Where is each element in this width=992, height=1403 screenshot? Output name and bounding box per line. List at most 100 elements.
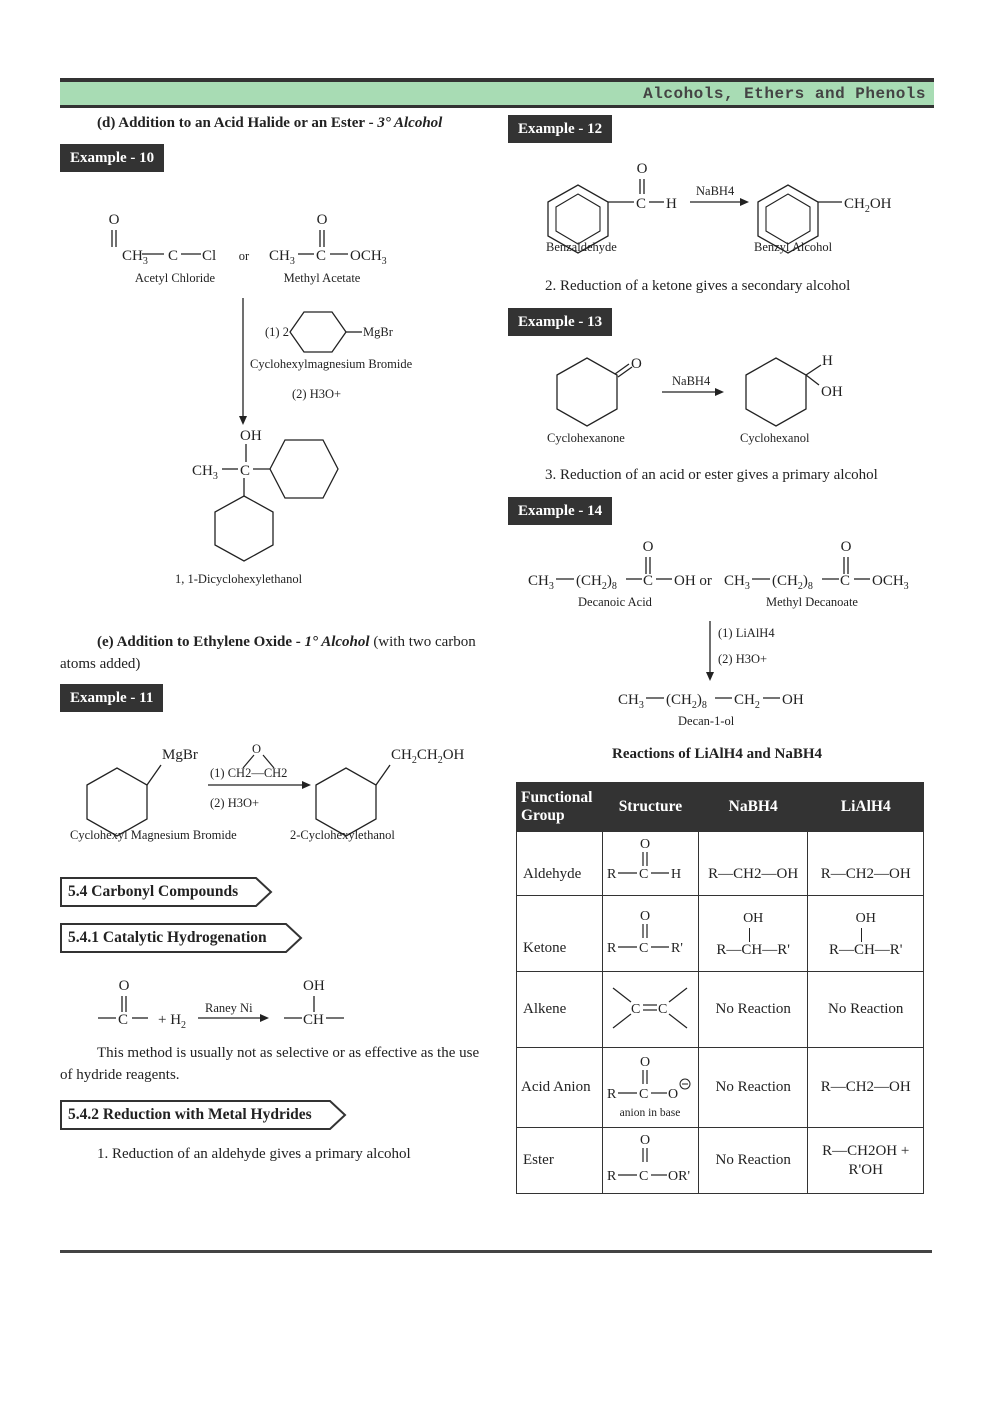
cell-structure-ketone: O R C R' (601, 895, 699, 972)
svg-text:OH: OH (303, 978, 325, 994)
example-12-label: Example - 12 (508, 115, 613, 143)
reagent-raney-ni: Raney Ni (205, 1001, 253, 1015)
svg-text:H: H (822, 353, 833, 369)
svg-text:C: C (658, 1002, 667, 1017)
svg-text:CH2OH: CH2OH (844, 196, 892, 215)
svg-text:OH: OH (821, 384, 843, 400)
ketone-nabh4-product: R—CH—R' (716, 942, 790, 958)
reagent-step1: (1) 2 (265, 325, 289, 339)
svg-text:OCH3: OCH3 (872, 573, 909, 592)
svg-text:(CH2)8: (CH2)8 (666, 692, 707, 711)
svg-text:C: C (643, 573, 653, 589)
label-dicyclohexylethanol: 1, 1-Dicyclohexylethanol (175, 572, 303, 586)
svg-text:O: O (119, 978, 130, 994)
hydrogenation-note: This method is usually not as selective … (60, 1045, 480, 1083)
svg-text:CH3: CH3 (724, 573, 750, 592)
svg-text:+ H2: + H2 (158, 1012, 186, 1030)
table-row-ester: Ester O R C OR' No Reaction R—CH2OH + R'… (516, 1127, 924, 1194)
cell-lialh4: No Reaction (807, 971, 924, 1048)
svg-text:CH: CH (303, 1012, 324, 1028)
cell-lialh4: R—CH2OH + R'OH (807, 1127, 924, 1194)
item-2-ketone: 2. Reduction of a ketone gives a seconda… (545, 278, 851, 294)
svg-text:O: O (841, 539, 852, 555)
ketone-lialh4-product: R—CH—R' (828, 942, 903, 958)
label-cyclohexanol: Cyclohexanol (740, 431, 810, 445)
svg-text:C: C (631, 1002, 640, 1017)
svg-text:O: O (640, 909, 650, 924)
section-tag-5-4-2 (60, 1100, 347, 1130)
footer-rule (60, 1250, 932, 1253)
example-14-reaction: O CH3 (CH2)8 C OH or CH3 (CH2)8 O C OCH3… (528, 539, 909, 728)
label-decanoic-acid: Decanoic Acid (578, 595, 653, 609)
reagent-h3o: (2) H3O+ (718, 652, 767, 666)
cell-structure-acid-anion: O R C O anion in base (601, 1047, 699, 1128)
section-tag-5-4-1 (60, 923, 303, 953)
label-cyclohexyl-mgbr: Cyclohexyl Magnesium Bromide (70, 828, 237, 842)
reagent-acid: (2) H3O+ (210, 796, 259, 810)
cell-lialh4: R—CH2—OH (807, 831, 924, 896)
svg-text:(CH2)8: (CH2)8 (576, 573, 617, 592)
table-row-ketone: Ketone O R C R' OH R—CH—R' OH R—CH—R' (516, 895, 924, 972)
svg-text:O: O (640, 1133, 650, 1148)
svg-text:CH2CH2OH: CH2CH2OH (391, 747, 465, 766)
reagent-ethylene-oxide: (1) CH2—CH2 (210, 766, 287, 780)
cell-group: Ester (516, 1127, 603, 1194)
svg-text:C: C (639, 941, 648, 956)
svg-text:C: C (636, 196, 646, 212)
reagent-name: Cyclohexylmagnesium Bromide (250, 357, 413, 371)
svg-text:O: O (640, 1055, 650, 1070)
table-row-acid-anion: Acid Anion O R C O anion in base No Reac… (516, 1047, 924, 1128)
svg-text:O: O (631, 356, 642, 372)
section-5-4-2-title: 5.4.2 Reduction with Metal Hydrides (68, 1106, 312, 1123)
svg-text:CH3: CH3 (192, 463, 218, 482)
svg-text:R: R (607, 941, 617, 956)
svg-text:R: R (607, 867, 617, 882)
svg-text:O: O (668, 1087, 678, 1102)
svg-text:R': R' (671, 941, 683, 956)
reagent-nabh4: NaBH4 (696, 184, 735, 198)
svg-text:R: R (607, 1087, 617, 1102)
cell-nabh4: R—CH2—OH (697, 831, 809, 896)
svg-text:CH2: CH2 (734, 692, 760, 711)
svg-text:C: C (639, 867, 648, 882)
cell-nabh4: No Reaction (697, 1127, 809, 1194)
svg-text:C: C (240, 463, 250, 479)
table-row-alkene: Alkene C C No Reaction No Reaction (516, 971, 924, 1048)
cell-nabh4: OH R—CH—R' (697, 895, 809, 972)
label-cyclohexanone: Cyclohexanone (547, 431, 625, 445)
svg-text:OCH3: OCH3 (350, 248, 387, 267)
svg-text:H: H (666, 196, 677, 212)
svg-text:Cl: Cl (202, 248, 216, 264)
svg-text:OH or: OH or (674, 573, 712, 589)
svg-text:CH3: CH3 (618, 692, 644, 711)
item-3-acid-ester: 3. Reduction of an acid or ester gives a… (545, 467, 878, 483)
reactions-table: Functional Group Structure NaBH4 LiAlH4 … (516, 782, 924, 1194)
cell-structure-aldehyde: O R C H (601, 831, 699, 896)
table-row-aldehyde: Aldehyde O R C H R—CH2—OH R—CH2—OH (516, 831, 924, 896)
example-13-reaction: O NaBH4 H OH Cyclohexanone Cyclohexanol (547, 353, 843, 445)
label-acetyl-chloride: Acetyl Chloride (135, 271, 216, 285)
header-title: Alcohols, Ethers and Phenols (643, 85, 926, 103)
svg-text:C: C (168, 248, 178, 264)
svg-text:OH: OH (782, 692, 804, 708)
svg-text:C: C (118, 1012, 128, 1028)
example-10-label: Example - 10 (60, 144, 165, 172)
header-structure: Structure (601, 782, 699, 832)
svg-text:O: O (317, 212, 328, 228)
svg-text:(CH2)8: (CH2)8 (772, 573, 813, 592)
svg-text:CH3: CH3 (122, 248, 148, 267)
svg-text:H: H (671, 867, 681, 882)
table-title: Reactions of LiAlH4 and NaBH4 (612, 746, 823, 762)
running-header: Alcohols, Ethers and Phenols (60, 78, 934, 108)
svg-text:O: O (643, 539, 654, 555)
example-13-label: Example - 13 (508, 308, 613, 336)
svg-text:O: O (637, 161, 648, 177)
hydrogenation-reaction: O C + H2 Raney Ni OH CH (98, 978, 344, 1030)
label-methyl-decanoate: Methyl Decanoate (766, 595, 858, 609)
label-decan-1-ol: Decan-1-ol (678, 714, 735, 728)
svg-text:C: C (316, 248, 326, 264)
example-11-reaction: MgBr O (1) CH2—CH2 (2) H3O+ CH2CH2OH Cyc… (70, 742, 465, 842)
cell-lialh4: OH R—CH—R' (807, 895, 924, 972)
cell-group: Alkene (516, 971, 603, 1048)
section-5-4-title: 5.4 Carbonyl Compounds (68, 883, 239, 900)
